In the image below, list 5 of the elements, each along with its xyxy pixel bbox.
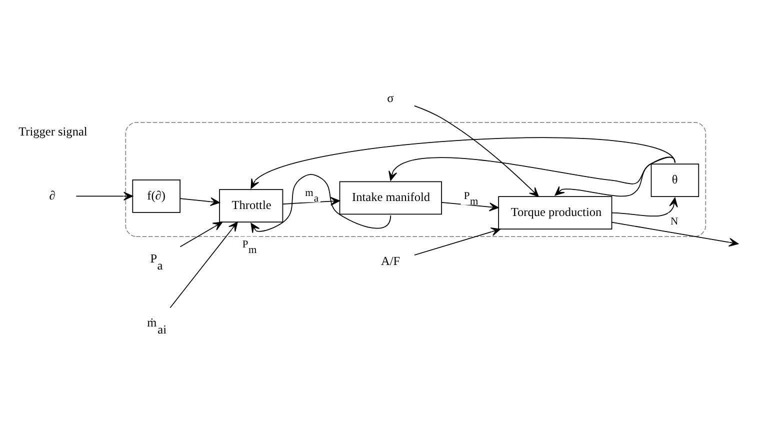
node-text: ∂ xyxy=(49,188,56,202)
edge-label: N xyxy=(670,216,678,228)
node-text: σ xyxy=(387,90,394,105)
label: Trigger signal xyxy=(18,124,88,138)
node-text: A/F xyxy=(380,254,400,268)
